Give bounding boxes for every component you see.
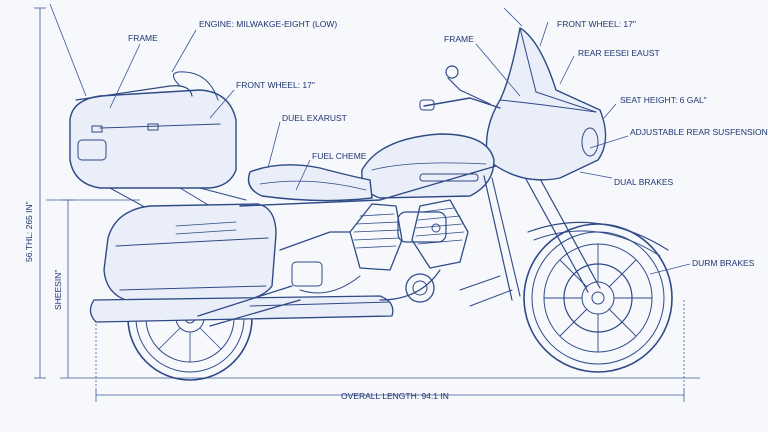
overall-length-label: OVERALL LENGTH: 94.1 IN <box>341 391 449 401</box>
saddlebag <box>103 203 277 303</box>
label-drum-brakes: DURM BRAKES <box>692 258 755 268</box>
dimension-labels: OVERALL LENGTH: 94.1 IN 56.THL: 265 IN" … <box>24 201 449 401</box>
label-frame-left: FRAME <box>128 33 158 43</box>
label-front-wheel-top: FRONT WHEEL: 17" <box>557 19 636 29</box>
engine <box>291 199 513 307</box>
label-fuel: FUEL CHEME <box>312 151 367 161</box>
front-wheel <box>523 223 673 373</box>
top-case <box>69 71 247 211</box>
exhaust <box>89 269 441 323</box>
label-dual-brakes: DUAL BRAKES <box>614 177 674 187</box>
height-inner-label: SHEESIN" <box>53 270 63 310</box>
label-duel-exhaust: DUEL EXARUST <box>282 113 347 123</box>
fuel-tank <box>361 133 495 199</box>
label-rear-exhaust: REAR EESEI EAUST <box>578 48 660 58</box>
seat <box>247 164 373 202</box>
dimension-lines <box>34 7 700 402</box>
label-suspension: ADJUSTABLE REAR SUSFENSION <box>630 127 768 137</box>
height-outer-label: 56.THL: 265 IN" <box>24 201 34 262</box>
callout-labels: FRAME ENGINE: MILWAKGE-EIGHT (LOW) FRONT… <box>128 19 768 268</box>
leader-lines <box>49 3 691 275</box>
frame <box>197 165 521 327</box>
label-seat-height: SEAT HEIGHT: 6 GAL" <box>620 95 707 105</box>
label-frame-right: FRAME <box>444 34 474 44</box>
fairing <box>419 27 607 181</box>
label-engine: ENGINE: MILWAKGE-EIGHT (LOW) <box>199 19 337 29</box>
label-front-wheel-mid: FRONT WHEEL: 17" <box>236 80 315 90</box>
